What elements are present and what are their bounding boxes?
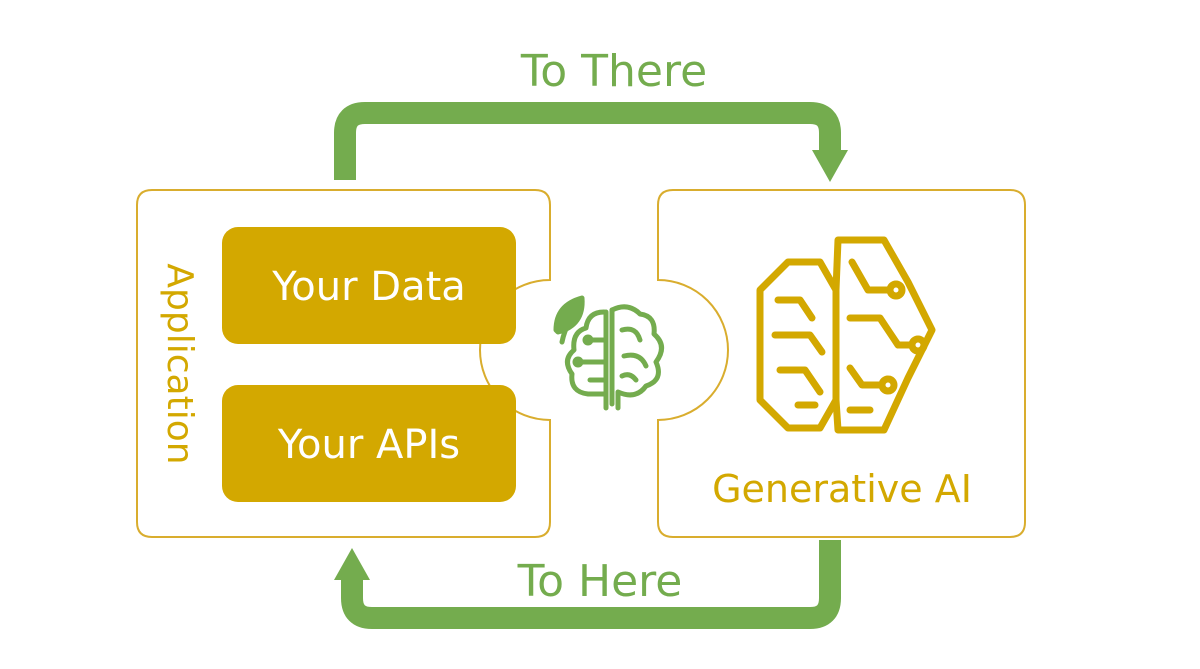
your-data-label: Your Data bbox=[271, 264, 466, 310]
to-here-label: To Here bbox=[517, 556, 683, 607]
your-apis-block bbox=[222, 385, 516, 502]
application-panel: Application Your Data Your APIs bbox=[136, 189, 551, 538]
flow-arrows bbox=[334, 102, 848, 629]
application-title: Application bbox=[159, 263, 200, 464]
arrow-to-there-head bbox=[812, 150, 848, 182]
arrow-to-there bbox=[334, 102, 841, 180]
ai-panel-border bbox=[657, 189, 1026, 538]
your-data-block bbox=[222, 227, 516, 344]
arrow-to-here bbox=[341, 540, 841, 629]
ai-panel-title: Generative AI bbox=[712, 467, 972, 511]
to-there-label: To There bbox=[520, 46, 707, 97]
your-apis-label: Your APIs bbox=[277, 422, 460, 468]
ai-panel: Generative AI bbox=[657, 189, 1026, 538]
arrow-to-here-head bbox=[334, 548, 370, 580]
ai-brain-circuit-icon bbox=[756, 236, 936, 434]
leaf-brain-icon bbox=[553, 295, 664, 411]
